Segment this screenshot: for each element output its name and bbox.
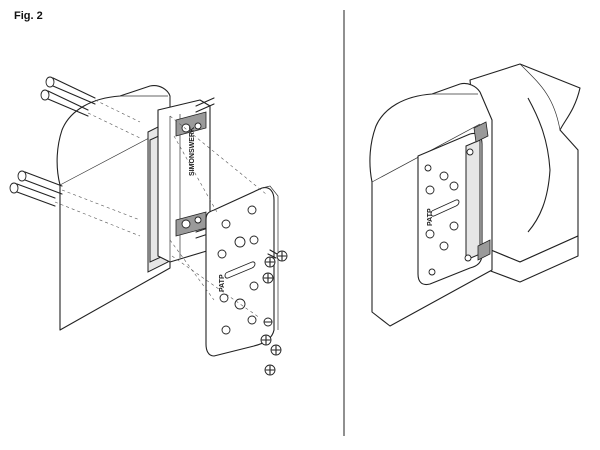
short-screw-3 [262,272,274,284]
short-screw-4 [270,344,282,356]
alignment-lines [169,115,267,319]
hinge-body: SIMONSWERK [149,97,215,263]
short-screw-5 [260,334,272,346]
short-screw-1 [267,249,288,262]
long-screws-upper [40,76,141,139]
short-screw-2 [264,256,276,268]
assembled-view: PATP [369,63,581,327]
bracket-marking: SIMONSWERK [189,127,196,176]
short-screw-6 [264,364,276,376]
frame-block-right-rear [469,63,581,283]
installed-plate-marking: PATP [427,208,434,226]
figure-label: Fig. 2 [14,10,43,22]
mounting-plate: PATP [205,185,279,357]
screw-long-2 [40,89,141,139]
short-screw-7 [263,317,273,327]
long-screws-lower [9,170,141,237]
short-screws [260,249,288,376]
screw-long-1 [45,76,141,123]
screw-long-3 [17,170,141,221]
plate-marking: PATP [219,274,226,292]
screw-long-4 [9,182,141,237]
exploded-view: SIMONSWERK PATP [9,76,288,376]
installed-plate: PATP [417,121,491,286]
